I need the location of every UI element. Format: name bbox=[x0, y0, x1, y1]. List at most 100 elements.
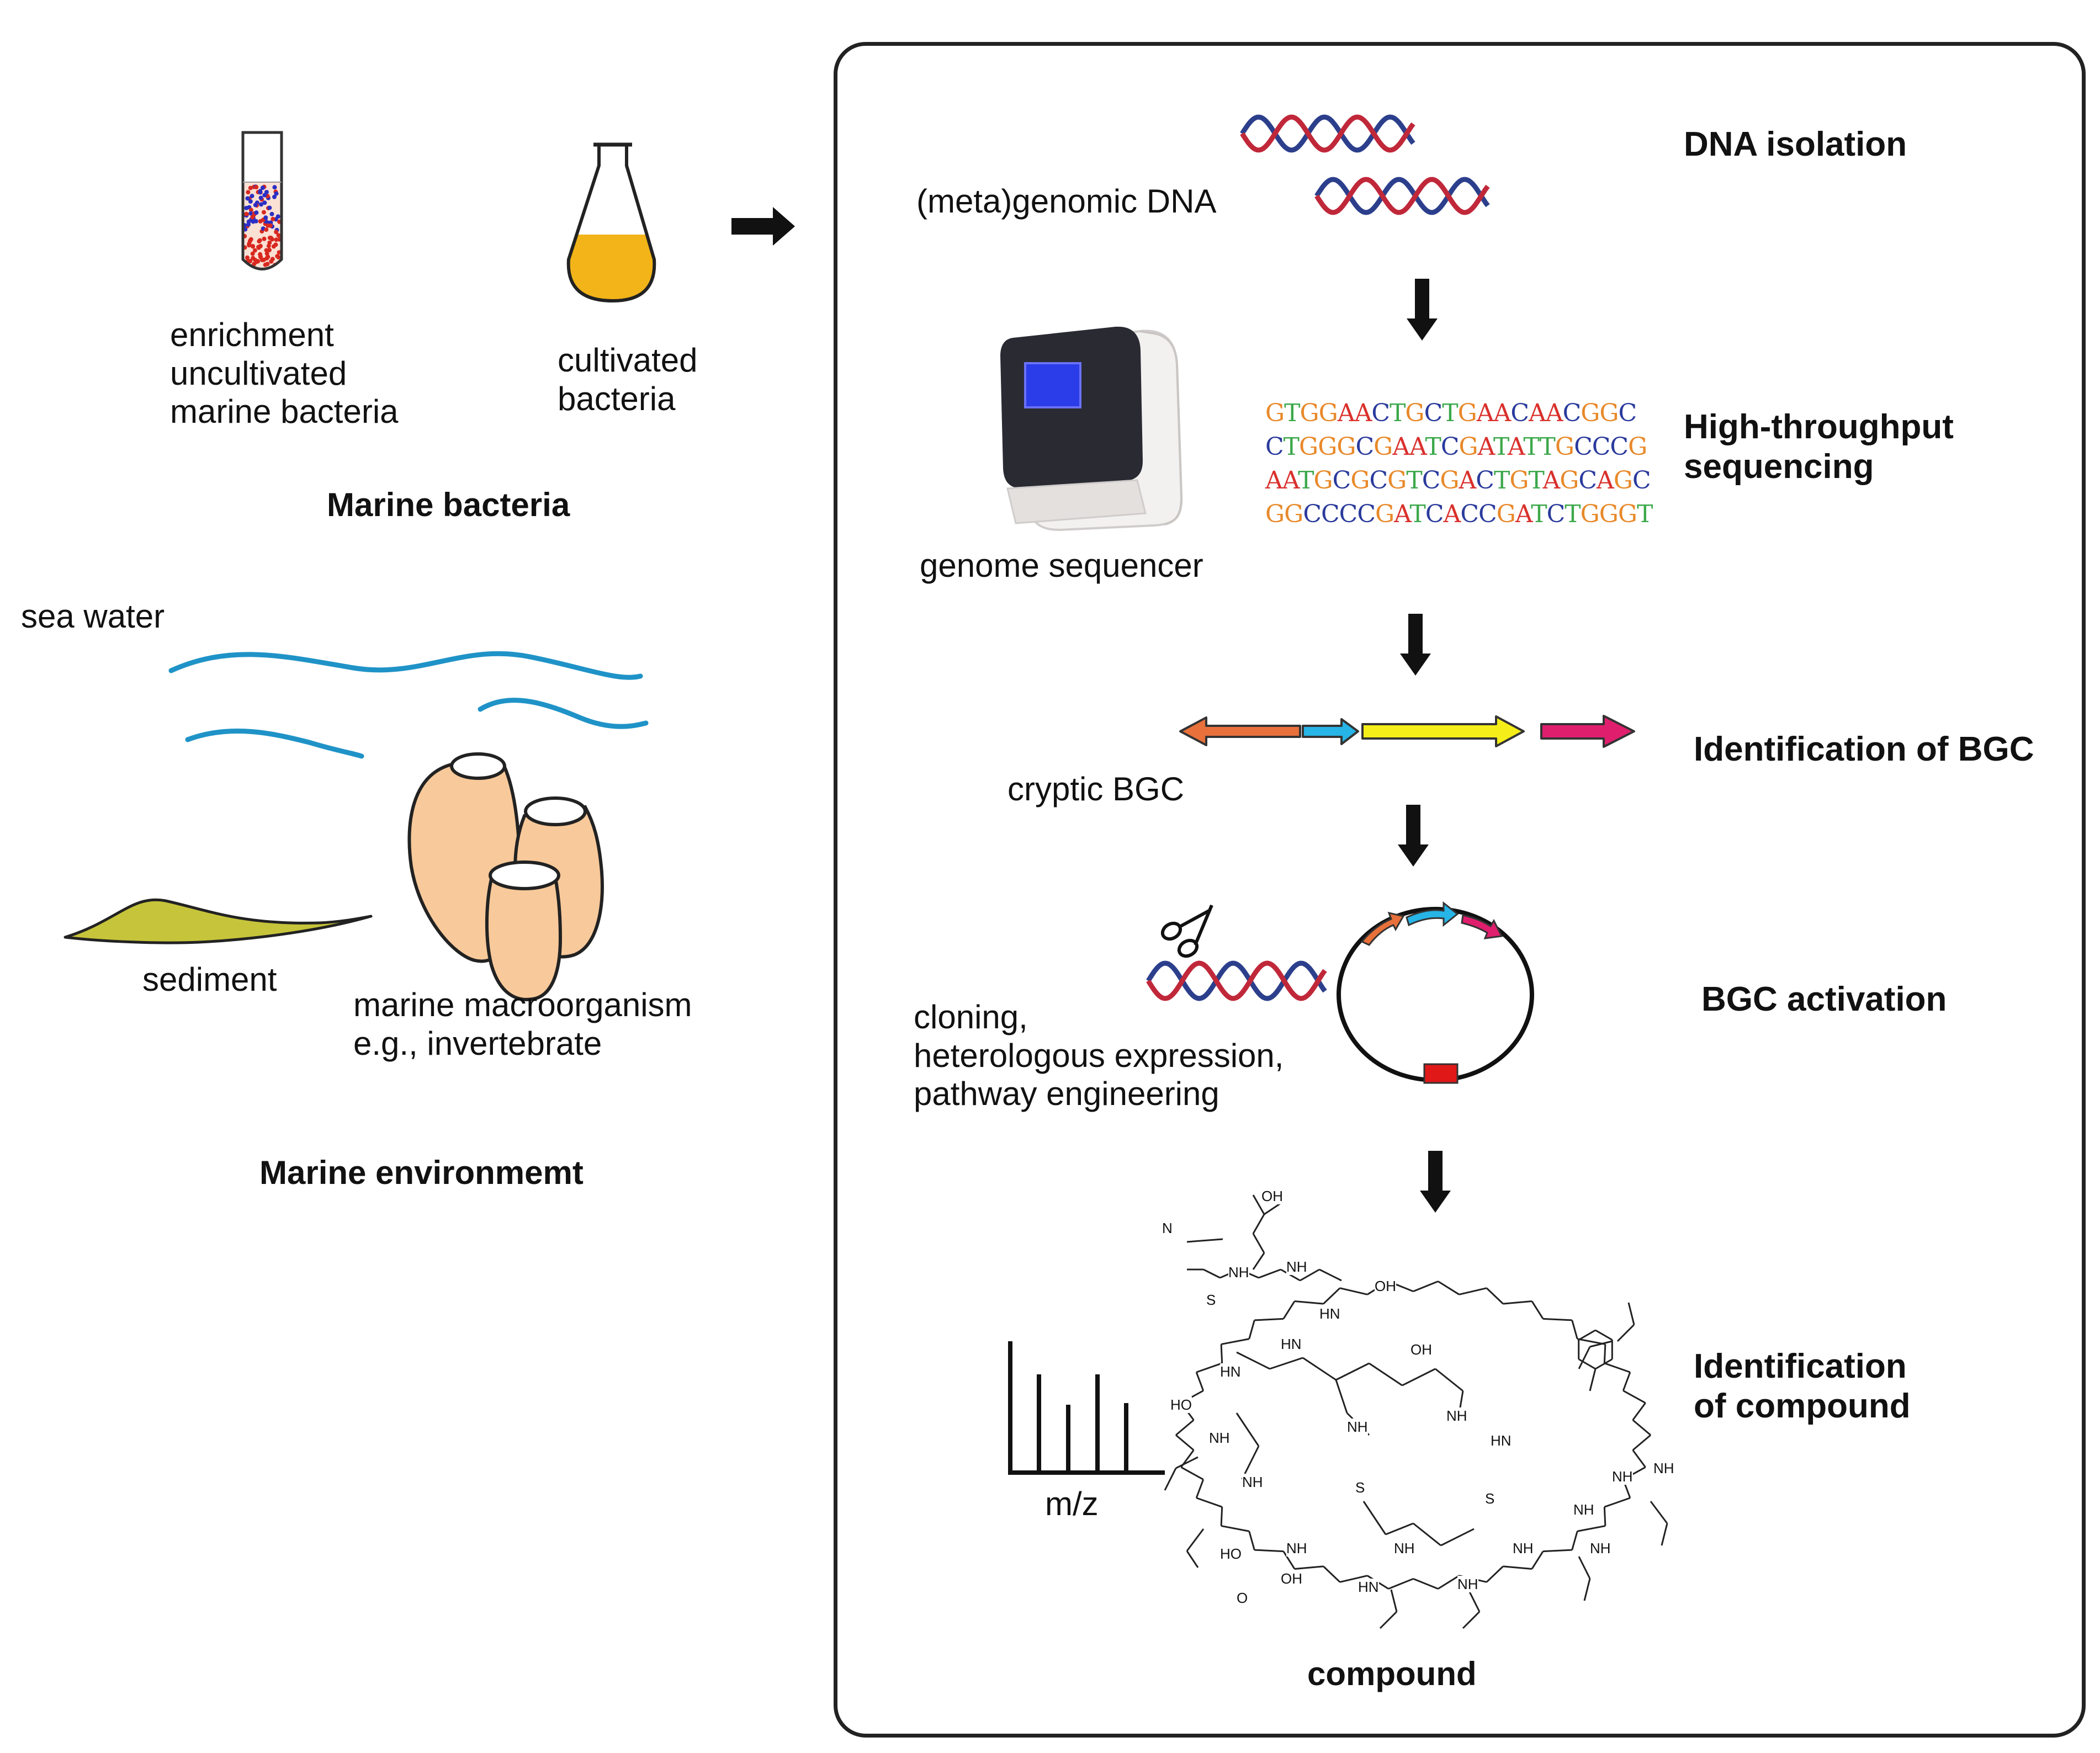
atom-label: NH bbox=[1457, 1576, 1478, 1593]
step-dna-isolation: DNA isolation bbox=[1684, 125, 1907, 163]
bacteria-dot bbox=[248, 185, 253, 190]
sediment-mound bbox=[63, 898, 373, 944]
atom-label: OH bbox=[1410, 1341, 1432, 1358]
bacteria-dot bbox=[256, 259, 261, 264]
test-tube-icon bbox=[241, 131, 283, 270]
bacteria-dot bbox=[245, 196, 250, 201]
atom-label: NH bbox=[1228, 1264, 1249, 1281]
bacteria-dot bbox=[254, 185, 259, 190]
bacteria-dot bbox=[254, 210, 259, 215]
dna-helix-icon bbox=[1146, 114, 1490, 1001]
bacteria-dot bbox=[272, 194, 277, 199]
atom-label: NH bbox=[1209, 1430, 1230, 1447]
atom-label: HN bbox=[1491, 1432, 1512, 1449]
bacteria-dot bbox=[276, 255, 281, 260]
atom-label: NH bbox=[1573, 1501, 1594, 1518]
meta-genomic-dna-label: (meta)genomic DNA bbox=[916, 183, 1217, 220]
bacteria-dot bbox=[259, 258, 264, 262]
compound-label: compound bbox=[1307, 1655, 1477, 1692]
atom-label: S bbox=[1355, 1479, 1365, 1496]
sequence-line: GGCCCCGATCACCGATCTGGGT bbox=[1265, 500, 1653, 528]
bacteria-dot bbox=[262, 193, 267, 198]
atom-label: HN bbox=[1358, 1579, 1379, 1596]
atom-label: NH bbox=[1513, 1540, 1534, 1557]
atom-label: NH bbox=[1446, 1407, 1467, 1425]
bacteria-dot bbox=[267, 205, 272, 210]
plasmid-icon bbox=[1337, 901, 1534, 1084]
bacteria-dot bbox=[264, 256, 269, 261]
atom-label: NH bbox=[1286, 1540, 1307, 1557]
bacteria-dot bbox=[267, 235, 272, 240]
genome-sequencer-icon bbox=[1000, 326, 1183, 532]
gene-cluster-arrows bbox=[1179, 715, 1635, 748]
down-arrow bbox=[1407, 279, 1438, 341]
sea-water-label: sea water bbox=[21, 598, 165, 635]
bacteria-dot bbox=[248, 199, 253, 204]
sequence-line: GTGGAACTGCTGAACAACGGC bbox=[1265, 399, 1637, 427]
bacteria-dot bbox=[244, 205, 249, 210]
cryptic-bgc-label: cryptic BGC bbox=[1007, 771, 1185, 808]
right-arrow-icon bbox=[731, 207, 795, 246]
bacteria-dot bbox=[248, 259, 253, 263]
bacteria-dot bbox=[271, 216, 275, 221]
atom-label: NH bbox=[1653, 1460, 1674, 1477]
bacteria-dot bbox=[248, 237, 253, 242]
chemical-structure-drawing bbox=[1164, 1194, 1668, 1629]
mass-spectrum-icon bbox=[1008, 1341, 1165, 1475]
bacteria-dot bbox=[267, 240, 272, 245]
down-arrow-icon bbox=[1398, 279, 1451, 1213]
atom-label: S bbox=[1485, 1490, 1495, 1507]
step-identification-bgc: Identification of BGC bbox=[1694, 730, 2034, 768]
atom-label: NH bbox=[1612, 1468, 1633, 1485]
bacteria-dot bbox=[274, 237, 279, 242]
atom-label: HN bbox=[1281, 1336, 1302, 1353]
bacteria-dot bbox=[248, 208, 253, 213]
bacteria-dot bbox=[262, 210, 266, 215]
dna-sequence-text: GTGGAACTGCTGAACAACGGC CTGGGCGAATCGATATTGC… bbox=[1265, 396, 1653, 531]
step-bgc-activation: BGC activation bbox=[1701, 980, 1947, 1018]
bacteria-dot bbox=[260, 185, 265, 190]
atom-label: NH bbox=[1347, 1419, 1368, 1436]
atom-label: NH bbox=[1242, 1474, 1263, 1491]
bacteria-dot bbox=[245, 255, 250, 260]
bacteria-dot bbox=[257, 238, 262, 243]
marine-bacteria-title: Marine bacteria bbox=[327, 486, 570, 523]
erlenmeyer-flask-icon bbox=[566, 142, 656, 302]
atom-label: O bbox=[1237, 1590, 1248, 1607]
bacteria-dot bbox=[250, 244, 255, 248]
down-arrow bbox=[1400, 614, 1431, 676]
atom-label: OH bbox=[1281, 1570, 1302, 1587]
cloning-label: cloning,heterologous expression,pathway … bbox=[914, 998, 1284, 1113]
down-arrow bbox=[1398, 805, 1429, 867]
bacteria-dot bbox=[258, 189, 263, 194]
bacteria-dot bbox=[271, 244, 276, 249]
marine-environment-title: Marine environmemt bbox=[259, 1154, 584, 1191]
bacteria-dot bbox=[263, 262, 268, 267]
atom-label: S bbox=[1206, 1292, 1216, 1309]
sequence-line: CTGGGCGAATCGATATTGCCCG bbox=[1265, 433, 1647, 461]
workflow-panel bbox=[834, 42, 2086, 1738]
bacteria-dot bbox=[274, 191, 279, 196]
atom-label: HN bbox=[1319, 1305, 1340, 1322]
atom-label: N bbox=[1162, 1220, 1173, 1237]
sediment-label: sediment bbox=[142, 961, 277, 998]
bacteria-dot bbox=[250, 194, 254, 199]
bacteria-dot bbox=[264, 248, 269, 253]
bacteria-dot bbox=[244, 211, 249, 216]
bacteria-dot bbox=[252, 248, 257, 253]
atom-label: OH bbox=[1261, 1188, 1283, 1205]
bacteria-dot bbox=[258, 195, 263, 200]
bacteria-dot bbox=[272, 185, 277, 190]
bacteria-dot bbox=[275, 214, 280, 219]
atom-label: HN bbox=[1220, 1363, 1241, 1380]
bacteria-dot bbox=[262, 200, 267, 205]
bacteria-dot bbox=[264, 227, 269, 232]
down-arrow bbox=[1420, 1151, 1451, 1213]
atom-label: NH bbox=[1286, 1258, 1307, 1276]
